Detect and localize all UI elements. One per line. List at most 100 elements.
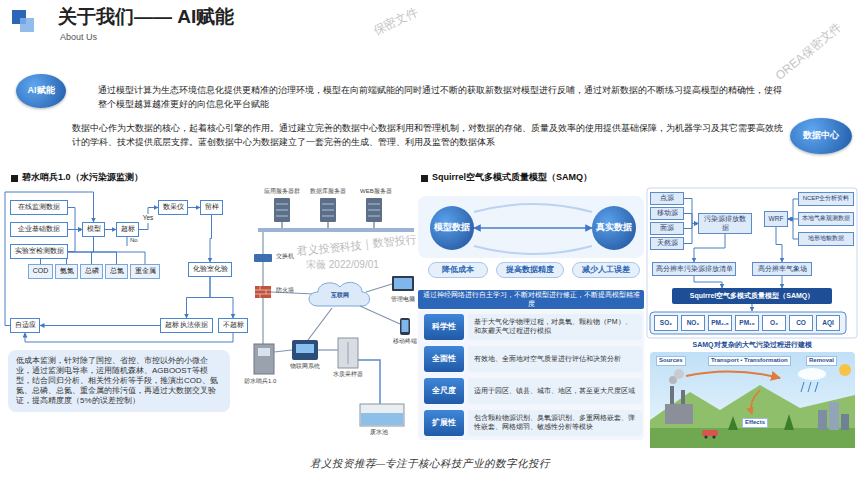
figure-tag: Removal bbox=[806, 356, 837, 366]
connector bbox=[782, 276, 783, 288]
firewall-bricks bbox=[255, 286, 271, 298]
tree bbox=[728, 416, 738, 430]
banner-bar: 通过神经网络进行自主学习，不断对模型进行修正，不断提高模型精准度 bbox=[418, 290, 644, 309]
footer-caption: 君义投资推荐—专注于核心科技产业的数字化投行 bbox=[0, 457, 860, 471]
building bbox=[818, 410, 827, 430]
device-label: WEB服务器 bbox=[360, 188, 392, 196]
node-text: 自适应 bbox=[15, 321, 36, 330]
node-text: 高分辨率气象场 bbox=[758, 265, 807, 273]
connector bbox=[694, 234, 725, 262]
flow-box: 天然源 bbox=[650, 237, 684, 250]
feature-label: 全尺度 bbox=[424, 378, 464, 404]
output-arrow bbox=[752, 304, 753, 311]
network-wire bbox=[318, 349, 338, 350]
indicator-box: 总磷 bbox=[80, 264, 103, 279]
flow-box: 面源 bbox=[650, 222, 684, 235]
connector bbox=[210, 277, 233, 318]
server-link bbox=[282, 222, 374, 228]
note-panel: 低成本监测，针对除了国控、省控、市控以外的小微企业，通过监测电导率，运用随机森林… bbox=[8, 350, 230, 412]
network-wire bbox=[262, 298, 263, 344]
transport-arrow bbox=[686, 371, 780, 378]
header-icon bbox=[20, 18, 34, 32]
node-text: 不超标 bbox=[223, 321, 244, 330]
connector bbox=[188, 207, 200, 208]
benefit-pill: 减少人工误差 bbox=[572, 262, 640, 278]
wheel bbox=[704, 435, 707, 438]
device-label: 管理电脑 bbox=[391, 296, 415, 304]
flow-box: 污染源排放数据 bbox=[698, 213, 752, 234]
rain bbox=[801, 382, 818, 392]
connector bbox=[187, 277, 211, 318]
connector bbox=[684, 224, 698, 229]
connector bbox=[474, 227, 592, 229]
node-text: NCEP全分析资料 bbox=[803, 195, 850, 203]
no-branch-line bbox=[127, 237, 128, 246]
iot-box bbox=[292, 340, 318, 360]
node-text: 化验室化验 bbox=[193, 265, 228, 274]
data-circle: 真实数据 bbox=[592, 206, 636, 250]
building bbox=[841, 414, 849, 430]
model-box: Squirrel空气多模式质量模型（SAMQ） bbox=[672, 288, 832, 304]
process-box: 模型 bbox=[82, 222, 105, 237]
sampler-cabinet bbox=[338, 338, 358, 368]
node-text: 减少人工误差 bbox=[582, 265, 630, 274]
page-title: 关于我们—— AI赋能 bbox=[58, 5, 234, 30]
cloud bbox=[798, 368, 826, 380]
node-text: COD bbox=[33, 267, 49, 276]
intro-text: 数据中心作为大数据的核心，起着核心引擎的作用。通过建立完善的数据中心数据利用和管… bbox=[72, 122, 784, 150]
node-text: 留样 bbox=[205, 203, 219, 212]
network-bus bbox=[258, 228, 414, 232]
connector bbox=[105, 229, 116, 230]
car bbox=[702, 430, 718, 436]
monitor-icon bbox=[392, 276, 414, 291]
sample-pipe bbox=[358, 360, 380, 404]
connector bbox=[139, 208, 158, 230]
switch-icon bbox=[254, 254, 272, 262]
building bbox=[829, 402, 839, 430]
device-label: 交换机 bbox=[276, 253, 294, 261]
node-text: Squirrel空气多模式质量模型（SAMQ） bbox=[690, 292, 814, 301]
network-wire bbox=[274, 350, 292, 352]
node-text: O₃ bbox=[770, 319, 778, 327]
icon-circle: AI赋能 bbox=[16, 74, 66, 108]
watermark: 君义投资科技｜数智投行 bbox=[296, 232, 418, 259]
network-wire bbox=[308, 308, 332, 340]
node-text: 模型 bbox=[87, 225, 101, 234]
node-text: 重金属 bbox=[135, 267, 156, 276]
connector bbox=[5, 192, 94, 326]
process-box: 自适应 bbox=[10, 318, 40, 333]
connector bbox=[684, 224, 698, 244]
connector bbox=[210, 215, 212, 262]
monitor-screen bbox=[394, 278, 412, 289]
node-text: 基于大气化学物理过程，对臭氧、颗粒物（PM）、和灰霾天气过程进行模拟 bbox=[474, 318, 636, 336]
figure-tag: Transport • Transformation bbox=[708, 356, 791, 366]
connector bbox=[68, 230, 82, 252]
phone-screen bbox=[402, 320, 409, 332]
device-label: 物联网系统 bbox=[290, 363, 320, 371]
firewall-icon bbox=[255, 286, 271, 298]
node-text: 数采仪 bbox=[163, 203, 184, 212]
node-text: 真实数据 bbox=[596, 222, 632, 233]
feature-text: 包含颗粒物源识别、臭氧源识别、多重网格嵌套、弹性嵌套、网格烟羽、敏感性分析等模块 bbox=[468, 410, 642, 436]
node-text: 数据中心 bbox=[803, 130, 839, 141]
node-text: 实验室检测数据 bbox=[15, 247, 64, 256]
node-text: PM₂.₅ bbox=[711, 319, 728, 327]
connector bbox=[788, 219, 798, 239]
cabinet-door bbox=[348, 342, 349, 364]
watermark: 宋薇 2022/09/01 bbox=[306, 258, 379, 271]
device-label: 水质采样器 bbox=[333, 371, 363, 379]
device-label: 碧水哨兵1.0 bbox=[244, 378, 276, 386]
bullet-square bbox=[421, 175, 428, 182]
connector bbox=[25, 333, 233, 342]
bullet-square bbox=[11, 175, 18, 182]
feature-label: 全面性 bbox=[424, 346, 464, 372]
benefit-pill: 提高数据精度 bbox=[496, 262, 564, 278]
network-wire bbox=[262, 262, 263, 286]
process-box: 留样 bbox=[200, 200, 223, 215]
device-label: 应用服务器群 bbox=[264, 188, 300, 196]
indicator-box: 总氮 bbox=[105, 264, 128, 279]
node-text: 点源 bbox=[660, 194, 674, 202]
connector bbox=[694, 276, 722, 288]
node-text: 高分辨率污染源排放清单 bbox=[656, 265, 733, 273]
flow-box: WRF bbox=[764, 211, 788, 227]
